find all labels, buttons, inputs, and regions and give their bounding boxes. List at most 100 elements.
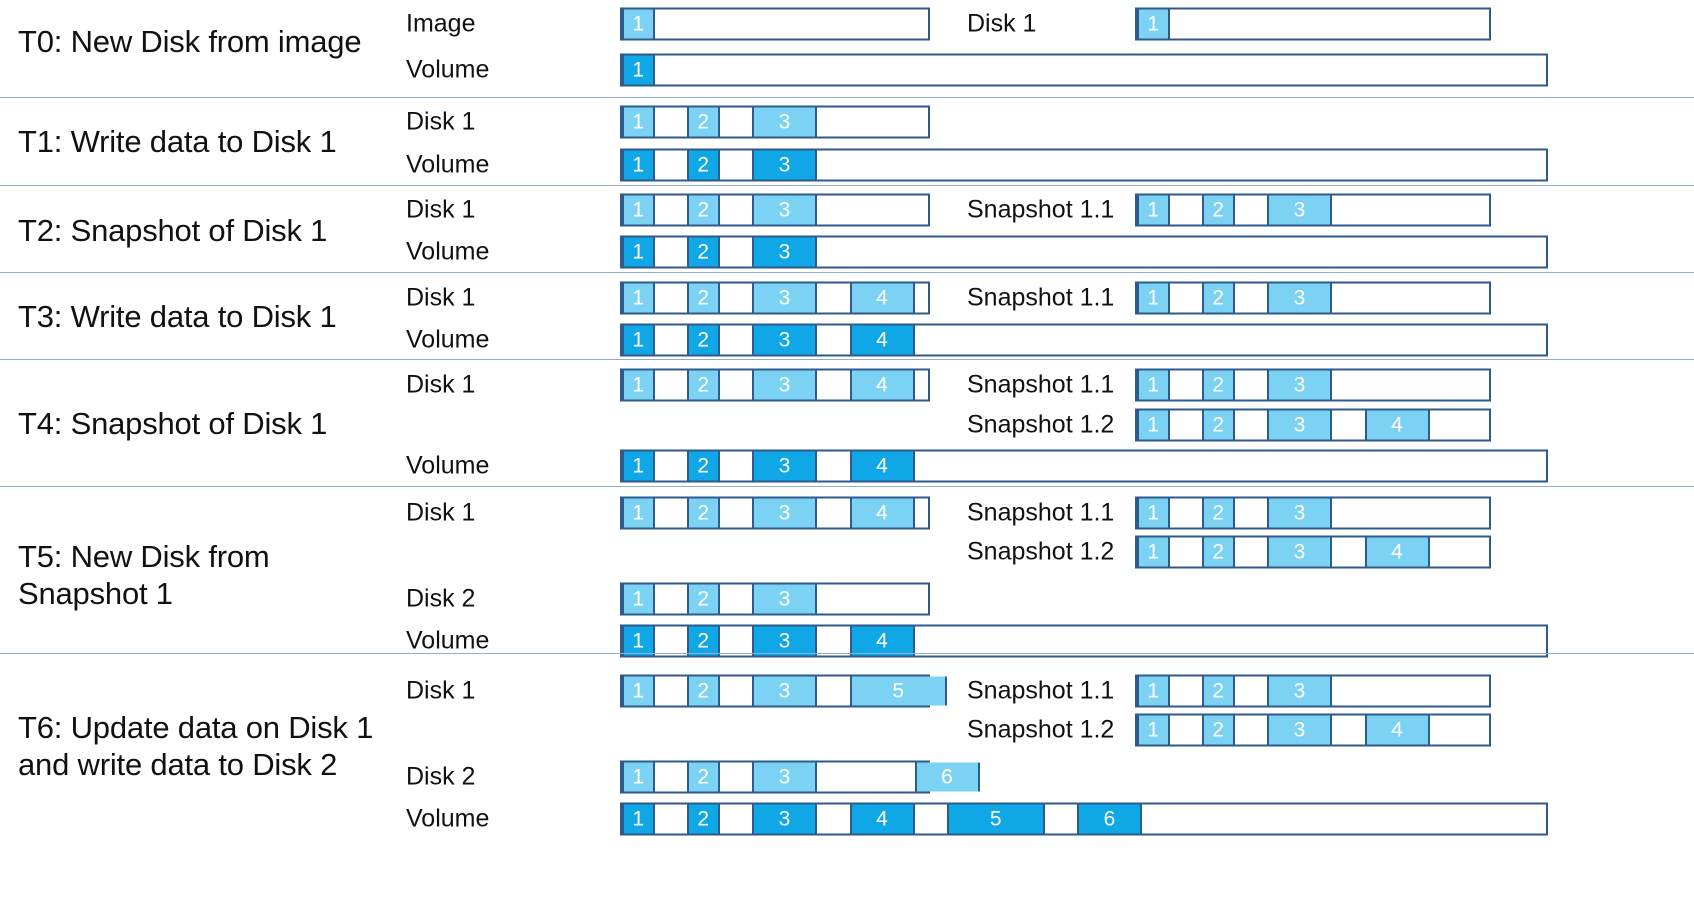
data-block: 2 xyxy=(1202,410,1235,440)
data-block: 3 xyxy=(752,237,817,267)
data-block: 3 xyxy=(1267,715,1332,745)
data-block: 1 xyxy=(1137,537,1170,567)
data-block: 1 xyxy=(1137,283,1170,313)
data-block: 3 xyxy=(752,804,817,834)
data-block: 3 xyxy=(1267,537,1332,567)
data-block: 1 xyxy=(622,584,655,614)
t3-disk-1-label: Disk 1 xyxy=(406,283,476,312)
data-block: 2 xyxy=(687,150,720,180)
data-block: 3 xyxy=(752,762,817,792)
data-block: 2 xyxy=(687,676,720,706)
data-block: 5 xyxy=(947,804,1045,834)
data-block: 2 xyxy=(687,195,720,225)
data-block: 4 xyxy=(849,325,915,355)
data-block: 3 xyxy=(752,370,817,400)
t6-snapshot-1-2-label: Snapshot 1.2 xyxy=(967,715,1115,744)
t0-disk-1-bar: 1 xyxy=(1135,7,1491,41)
data-block: 4 xyxy=(849,283,915,313)
t0-image-bar: 1 xyxy=(620,7,930,41)
data-block: 3 xyxy=(1267,195,1332,225)
t3-snapshot-1-1-row: Snapshot 1.1 1 2 3 xyxy=(0,280,1694,316)
data-block: 1 xyxy=(1137,9,1170,39)
t2-disk-1-bar: 1 2 3 xyxy=(620,193,930,227)
t5-disk-1-label: Disk 1 xyxy=(406,498,476,527)
data-block: 3 xyxy=(752,584,817,614)
data-block: 2 xyxy=(687,325,720,355)
data-block: 6 xyxy=(914,762,980,792)
section-title-t0: T0: New Disk from image xyxy=(18,24,362,59)
data-block: 1 xyxy=(622,9,655,39)
data-block: 4 xyxy=(849,498,915,528)
t4-snapshot-1-2-label: Snapshot 1.2 xyxy=(967,410,1115,439)
data-block: 6 xyxy=(1077,804,1142,834)
t0-image-label: Image xyxy=(406,9,476,38)
t2-disk-1-label: Disk 1 xyxy=(406,195,476,224)
data-block: 2 xyxy=(687,107,720,137)
section-title-t1: T1: Write data to Disk 1 xyxy=(18,124,337,159)
data-block: 5 xyxy=(849,676,947,706)
t3-snapshot-1-1-label: Snapshot 1.1 xyxy=(967,283,1115,312)
data-block: 1 xyxy=(1137,195,1170,225)
data-block: 3 xyxy=(752,325,817,355)
data-block: 3 xyxy=(752,626,817,656)
data-block: 4 xyxy=(849,804,915,834)
t6-disk-2-label: Disk 2 xyxy=(406,762,476,791)
t4-volume-label: Volume xyxy=(406,451,490,480)
data-block: 2 xyxy=(687,237,720,267)
t2-disk-1-row: Disk 1 1 2 3 xyxy=(0,192,1694,228)
data-block: 1 xyxy=(622,195,655,225)
data-block: 3 xyxy=(1267,410,1332,440)
data-block: 3 xyxy=(752,150,817,180)
data-block: 4 xyxy=(849,370,915,400)
t5-snapshot-1-2-label: Snapshot 1.2 xyxy=(967,537,1115,566)
section-title-t6: T6: Update data on Disk 1 and write data… xyxy=(18,710,374,782)
data-block: 3 xyxy=(1267,498,1332,528)
data-block: 3 xyxy=(752,195,817,225)
t2-volume-label: Volume xyxy=(406,237,490,266)
t3-volume-label: Volume xyxy=(406,325,490,354)
data-block: 1 xyxy=(622,370,655,400)
data-block: 1 xyxy=(1137,498,1170,528)
data-block: 2 xyxy=(1202,283,1235,313)
data-block: 3 xyxy=(1267,370,1332,400)
data-block: 1 xyxy=(622,55,655,85)
section-title-t2: T2: Snapshot of Disk 1 xyxy=(18,213,328,248)
t5-snapshot-1-1-label: Snapshot 1.1 xyxy=(967,498,1115,527)
t0-volume-bar: 1 xyxy=(620,53,1548,87)
timeline-section-t6: T6: Update data on Disk 1 and write data… xyxy=(0,653,1694,836)
data-block: 2 xyxy=(687,804,720,834)
data-block: 1 xyxy=(1137,715,1170,745)
t1-volume-label: Volume xyxy=(406,150,490,179)
data-block: 3 xyxy=(1267,283,1332,313)
data-block: 2 xyxy=(1202,715,1235,745)
data-block: 2 xyxy=(687,762,720,792)
data-block: 2 xyxy=(1202,370,1235,400)
